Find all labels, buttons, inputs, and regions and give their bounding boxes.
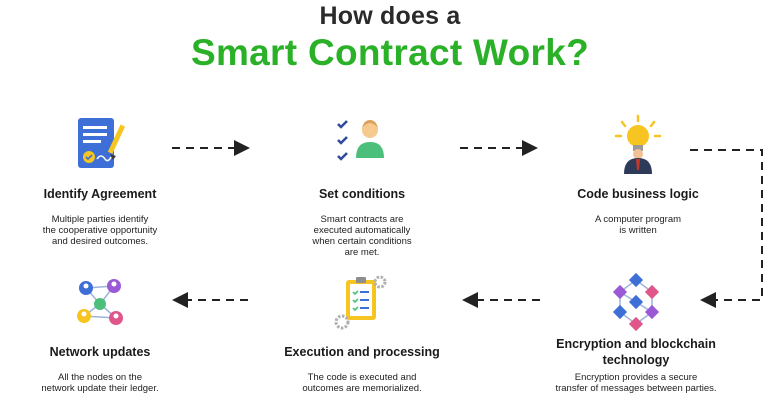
network-nodes-icon: [70, 272, 130, 332]
step-3-name: Code business logic: [577, 187, 699, 201]
step-5-desc: The code is executed and outcomes are me…: [272, 372, 452, 394]
step-3-desc-line-2: is written: [619, 225, 657, 236]
step-3-desc-line-1: A computer program: [594, 214, 682, 225]
step-1-desc-line-3: and desired outcomes.: [51, 236, 149, 247]
step-4-desc-line-2: transfer of messages between parties.: [555, 383, 717, 394]
step-2-desc: Smart contracts are executed automatical…: [272, 214, 452, 258]
step-3-desc: A computer program is written: [548, 214, 728, 236]
step-5-name: Execution and processing: [284, 345, 440, 359]
checklist-person-icon: [332, 114, 392, 174]
step-6-desc: All the nodes on the network update thei…: [10, 372, 190, 394]
clipboard-gears-icon: [332, 272, 392, 332]
step-4-name-line-2: technology: [602, 353, 670, 367]
step-2-desc-line-3: when certain conditions: [312, 236, 412, 247]
lightbulb-person-icon: [608, 114, 668, 174]
step-execution-processing: Execution and processing The code is exe…: [262, 272, 462, 402]
title-line-2: Smart Contract Work?: [191, 32, 589, 73]
step-6-name: Network updates: [49, 345, 151, 359]
arrow-3-to-4: [690, 149, 763, 308]
step-1-desc-line-1: Multiple parties identify: [51, 214, 149, 225]
step-6-desc-line-2: network update their ledger.: [41, 383, 159, 394]
agreement-document-icon: [70, 114, 130, 174]
step-4-name-line-1: Encryption and blockchain: [556, 337, 716, 351]
step-2-desc-line-4: are met.: [344, 247, 380, 258]
blockchain-cubes-icon: [606, 272, 666, 332]
step-set-conditions: Set conditions Smart contracts are execu…: [262, 114, 462, 264]
step-6-desc-line-1: All the nodes on the: [58, 372, 142, 383]
step-4-name: Encryption and blockchain technology: [536, 336, 736, 368]
step-4-desc-line-1: Encryption provides a secure: [574, 372, 698, 383]
step-encryption-blockchain: Encryption and blockchain technology Enc…: [536, 272, 736, 402]
step-code-business-logic: Code business logic A computer program i…: [538, 114, 738, 254]
step-2-desc-line-1: Smart contracts are: [320, 214, 404, 225]
step-1-desc: Multiple parties identify the cooperativ…: [10, 214, 190, 247]
step-4-desc: Encryption provides a secure transfer of…: [536, 372, 736, 394]
step-2-desc-line-2: executed automatically: [313, 225, 411, 236]
title-line-1: How does a: [319, 2, 461, 30]
step-1-name: Identify Agreement: [43, 187, 157, 201]
step-network-updates: Network updates All the nodes on the net…: [0, 272, 200, 402]
step-5-desc-line-1: The code is executed and: [307, 372, 417, 383]
step-identify-agreement: Identify Agreement Multiple parties iden…: [0, 114, 200, 254]
step-5-desc-line-2: outcomes are memorialized.: [302, 383, 422, 394]
step-1-desc-line-2: the cooperative opportunity: [42, 225, 158, 236]
step-2-name: Set conditions: [318, 187, 406, 201]
